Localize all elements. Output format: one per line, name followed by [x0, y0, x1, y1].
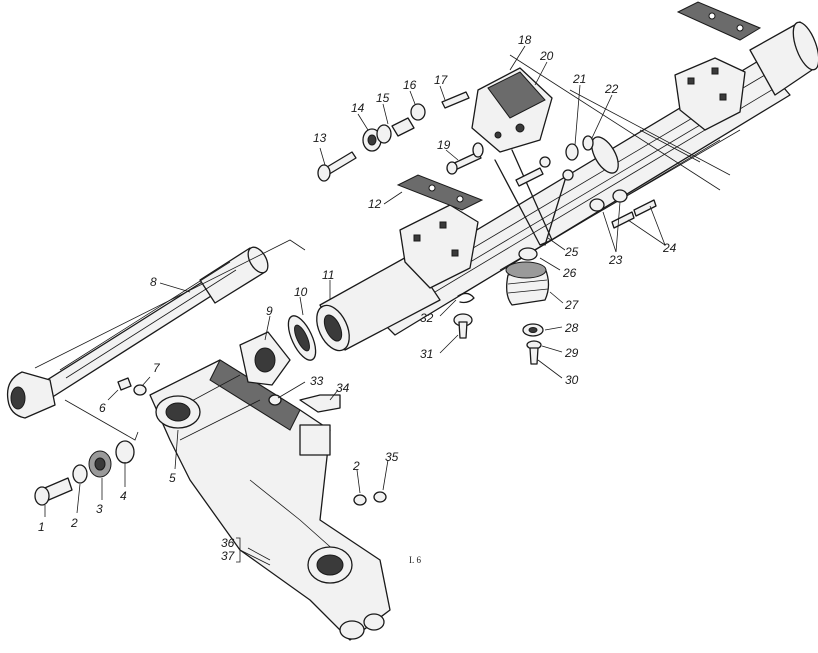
callout-31: 31: [420, 347, 433, 361]
pad-top: [676, 1, 762, 41]
callout-5: 5: [169, 471, 176, 485]
callout-29: 29: [564, 346, 579, 360]
callout-3: 3: [96, 502, 103, 516]
pad-12: [396, 174, 484, 211]
right-spring-seat: [674, 57, 746, 131]
callout-2b: 2: [352, 459, 360, 473]
axle-beam: [316, 1, 818, 352]
fasteners: [317, 91, 657, 365]
callout-9: 9: [266, 304, 273, 318]
callout-15: 15: [376, 91, 390, 105]
callout-labels: 1 2 3 4 5 6 7 8 9 10 11 12 13 14 15 16 1…: [38, 33, 677, 565]
callout-6: 6: [99, 401, 106, 415]
callout-11: 11: [322, 268, 334, 282]
ball-pin-parts: [34, 377, 387, 506]
callout-18: 18: [518, 33, 532, 47]
callout-17: 17: [434, 73, 449, 87]
callout-14: 14: [351, 101, 365, 115]
callout-19: 19: [437, 138, 451, 152]
callout-36: 36: [221, 536, 235, 550]
callout-24: 24: [662, 241, 677, 255]
callout-1: 1: [38, 520, 45, 534]
callout-13: 13: [313, 131, 327, 145]
callout-30: 30: [565, 373, 579, 387]
guide-lines: [34, 239, 306, 566]
callout-25: 25: [564, 245, 579, 259]
callout-4: 4: [120, 489, 127, 503]
steering-knuckle: [149, 359, 391, 641]
callout-22: 22: [604, 82, 619, 96]
figure-note: I. 6: [409, 555, 421, 565]
callout-35: 35: [385, 450, 399, 464]
hub-parts: [239, 315, 317, 386]
callout-20: 20: [539, 49, 554, 63]
bracket-36-37: [236, 537, 241, 563]
callout-10: 10: [294, 285, 308, 299]
callout-34: 34: [336, 381, 350, 395]
callout-37: 37: [221, 549, 236, 563]
leader-lines: [44, 45, 666, 561]
callout-8: 8: [150, 275, 157, 289]
callout-16: 16: [403, 78, 417, 92]
tie-rod-8: [6, 246, 269, 419]
callout-12: 12: [368, 197, 382, 211]
callout-21: 21: [572, 72, 586, 86]
tie-link-25: [494, 149, 574, 246]
callout-28: 28: [564, 321, 579, 335]
callout-33: 33: [310, 374, 324, 388]
callout-32: 32: [420, 311, 434, 325]
callout-2: 2: [70, 516, 78, 530]
callout-26: 26: [562, 266, 577, 280]
callout-23: 23: [608, 253, 623, 267]
callout-7: 7: [153, 361, 161, 375]
callout-27: 27: [564, 298, 580, 312]
